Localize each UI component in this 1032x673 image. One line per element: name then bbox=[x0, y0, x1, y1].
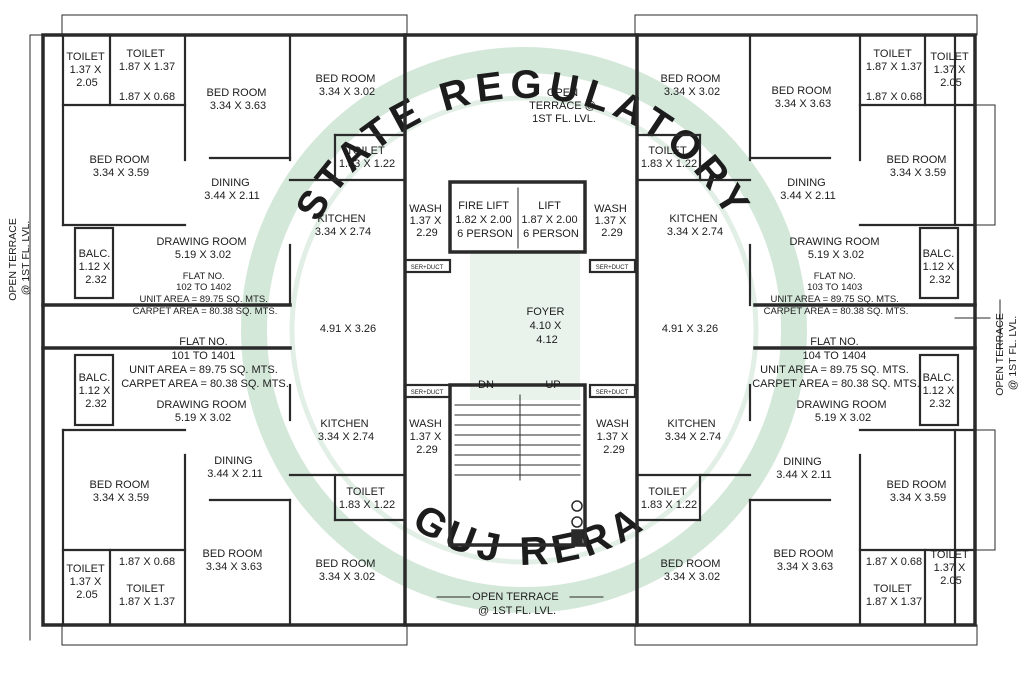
br-dining-label: DINING 3.44 X 2.11 bbox=[776, 456, 831, 481]
tr-master-bedroom-label: BED ROOM 3.34 X 3.63 bbox=[772, 85, 835, 110]
central-core: OPEN TERRACE @ 1ST FL. LVL. FIRE LIFT 1.… bbox=[320, 87, 718, 617]
open-terrace-left-label: OPEN TERRACE @ 1ST FL. LVL. bbox=[7, 215, 32, 301]
tl-dining-label: DINING 3.44 X 2.11 bbox=[204, 177, 259, 202]
tl-outer-bedroom-label: BED ROOM 3.34 X 3.59 bbox=[90, 154, 153, 179]
bl-drawing-room-label: DRAWING ROOM 5.19 X 3.02 bbox=[156, 399, 249, 424]
right-passage-label: 4.91 X 3.26 bbox=[662, 323, 718, 335]
bl-balcony-label: BALC. 1.12 X 2.32 bbox=[79, 372, 114, 410]
duct-label-tr: SER+DUCT bbox=[596, 265, 629, 271]
br-flat-info: FLAT NO. 104 TO 1404 UNIT AREA = 89.75 S… bbox=[752, 336, 920, 390]
bl-toilet-a-label: TOILET 1.37 X 2.05 bbox=[66, 563, 107, 601]
tl-passage-label: 1.87 X 0.68 bbox=[119, 91, 175, 103]
br-passage-label: 1.87 X 0.68 bbox=[866, 556, 922, 568]
stair-up-label: UP bbox=[545, 379, 560, 391]
watermark-building-shape bbox=[470, 250, 580, 400]
duct-label-bl: SER+DUCT bbox=[411, 390, 444, 396]
tr-wash-label: WASH 1.37 X 2.29 bbox=[594, 203, 630, 239]
flat-bottom-right: FLAT NO. 104 TO 1404 UNIT AREA = 89.75 S… bbox=[596, 336, 971, 608]
br-toilet-c-label: TOILET 1.83 X 1.22 bbox=[641, 486, 697, 511]
flat-top-right: TOILET 1.37 X 2.05 TOILET 1.87 X 1.37 1.… bbox=[594, 48, 971, 317]
bl-inner-bedroom-label: BED ROOM 3.34 X 3.02 bbox=[316, 558, 379, 583]
bl-dining-label: DINING 3.44 X 2.11 bbox=[207, 455, 262, 480]
br-master-bedroom-label: BED ROOM 3.34 X 3.63 bbox=[774, 548, 837, 573]
br-toilet-b-label: TOILET 1.87 X 1.37 bbox=[866, 583, 922, 608]
br-balcony-label: BALC. 1.12 X 2.32 bbox=[923, 372, 958, 410]
duct-label-br: SER+DUCT bbox=[596, 390, 629, 396]
tr-inner-bedroom-label: BED ROOM 3.34 X 3.02 bbox=[661, 73, 724, 98]
svg-text:GUJ RERA: GUJ RERA bbox=[406, 496, 654, 574]
bl-passage-label: 1.87 X 0.68 bbox=[119, 556, 175, 568]
tr-kitchen-label: KITCHEN 3.34 X 2.74 bbox=[667, 213, 723, 238]
bl-outer-bedroom-label: BED ROOM 3.34 X 3.59 bbox=[90, 479, 153, 504]
br-drawing-room-label: DRAWING ROOM 5.19 X 3.02 bbox=[796, 399, 889, 424]
tl-toilet-b-label: TOILET 1.87 X 1.37 bbox=[119, 48, 175, 73]
open-terrace-top-label: OPEN TERRACE @ 1ST FL. LVL. bbox=[529, 87, 599, 125]
tl-drawing-room-label: DRAWING ROOM 5.19 X 3.02 bbox=[156, 236, 249, 261]
tr-passage-label: 1.87 X 0.68 bbox=[866, 91, 922, 103]
foyer-label: FOYER 4.10 X 4.12 bbox=[527, 306, 568, 346]
tl-kitchen-label: KITCHEN 3.34 X 2.74 bbox=[315, 213, 371, 238]
bl-master-bedroom-label: BED ROOM 3.34 X 3.63 bbox=[203, 548, 266, 573]
tr-toilet-a-label: TOILET 1.37 X 2.05 bbox=[930, 51, 971, 89]
tl-master-bedroom-label: BED ROOM 3.34 X 3.63 bbox=[207, 87, 270, 112]
bl-kitchen-label: KITCHEN 3.34 X 2.74 bbox=[318, 418, 374, 443]
tr-outer-bedroom-label: BED ROOM 3.34 X 3.59 bbox=[887, 154, 950, 179]
br-toilet-a-label: TOILET 1.37 X 2.05 bbox=[930, 549, 971, 587]
open-terrace-right-label: OPEN TERRACE @ 1ST FL. LVL. bbox=[994, 310, 1019, 396]
br-wash-label: WASH 1.37 X 2.29 bbox=[596, 418, 632, 456]
tr-toilet-c-label: TOILET 1.83 X 1.22 bbox=[641, 145, 697, 170]
br-kitchen-label: KITCHEN 3.34 X 2.74 bbox=[665, 418, 721, 443]
open-terrace-bottom-label: OPEN TERRACE @ 1ST FL. LVL. bbox=[472, 591, 562, 617]
tl-wash-label: WASH 1.37 X 2.29 bbox=[409, 203, 445, 239]
tr-flat-info: FLAT NO. 103 TO 1403 UNIT AREA = 89.75 S… bbox=[764, 271, 909, 317]
watermark-text-bottom: GUJ RERA bbox=[406, 496, 648, 574]
tr-toilet-b-label: TOILET 1.87 X 1.37 bbox=[866, 48, 922, 73]
br-outer-bedroom-label: BED ROOM 3.34 X 3.59 bbox=[887, 479, 950, 504]
bl-flat-info: FLAT NO. 101 TO 1401 UNIT AREA = 89.75 S… bbox=[121, 336, 289, 390]
fire-lift-label: FIRE LIFT 1.82 X 2.00 6 PERSON bbox=[455, 200, 514, 240]
walls bbox=[29, 14, 1001, 646]
flat-top-left: TOILET 1.37 X 2.05 TOILET 1.87 X 1.37 1.… bbox=[66, 48, 445, 317]
tl-balcony-label: BALC. 1.12 X 2.32 bbox=[79, 248, 114, 286]
stair-down-label: DN bbox=[478, 379, 494, 391]
tl-flat-info: FLAT NO. 102 TO 1402 UNIT AREA = 89.75 S… bbox=[133, 271, 278, 317]
br-inner-bedroom-label: BED ROOM 3.34 X 3.02 bbox=[661, 558, 724, 583]
tl-inner-bedroom-label: BED ROOM 3.34 X 3.02 bbox=[316, 73, 379, 98]
duct-label-tl: SER+DUCT bbox=[411, 265, 444, 271]
bl-toilet-b-label: TOILET 1.87 X 1.37 bbox=[119, 583, 175, 608]
tr-drawing-room-label: DRAWING ROOM 5.19 X 3.02 bbox=[789, 236, 882, 261]
bl-toilet-c-label: TOILET 1.83 X 1.22 bbox=[339, 486, 395, 511]
tr-dining-label: DINING 3.44 X 2.11 bbox=[780, 177, 835, 202]
left-passage-label: 4.91 X 3.26 bbox=[320, 323, 376, 335]
tl-toilet-a-label: TOILET 1.37 X 2.05 bbox=[66, 51, 107, 89]
lift-label: LIFT 1.87 X 2.00 6 PERSON bbox=[521, 200, 580, 240]
tr-balcony-label: BALC. 1.12 X 2.32 bbox=[923, 248, 958, 286]
flat-bottom-left: FLAT NO. 101 TO 1401 UNIT AREA = 89.75 S… bbox=[66, 336, 445, 608]
bl-wash-label: WASH 1.37 X 2.29 bbox=[409, 418, 445, 456]
hydrant-icon bbox=[571, 500, 583, 546]
tl-toilet-c-label: TOILET 1.83 X 1.22 bbox=[339, 145, 395, 170]
